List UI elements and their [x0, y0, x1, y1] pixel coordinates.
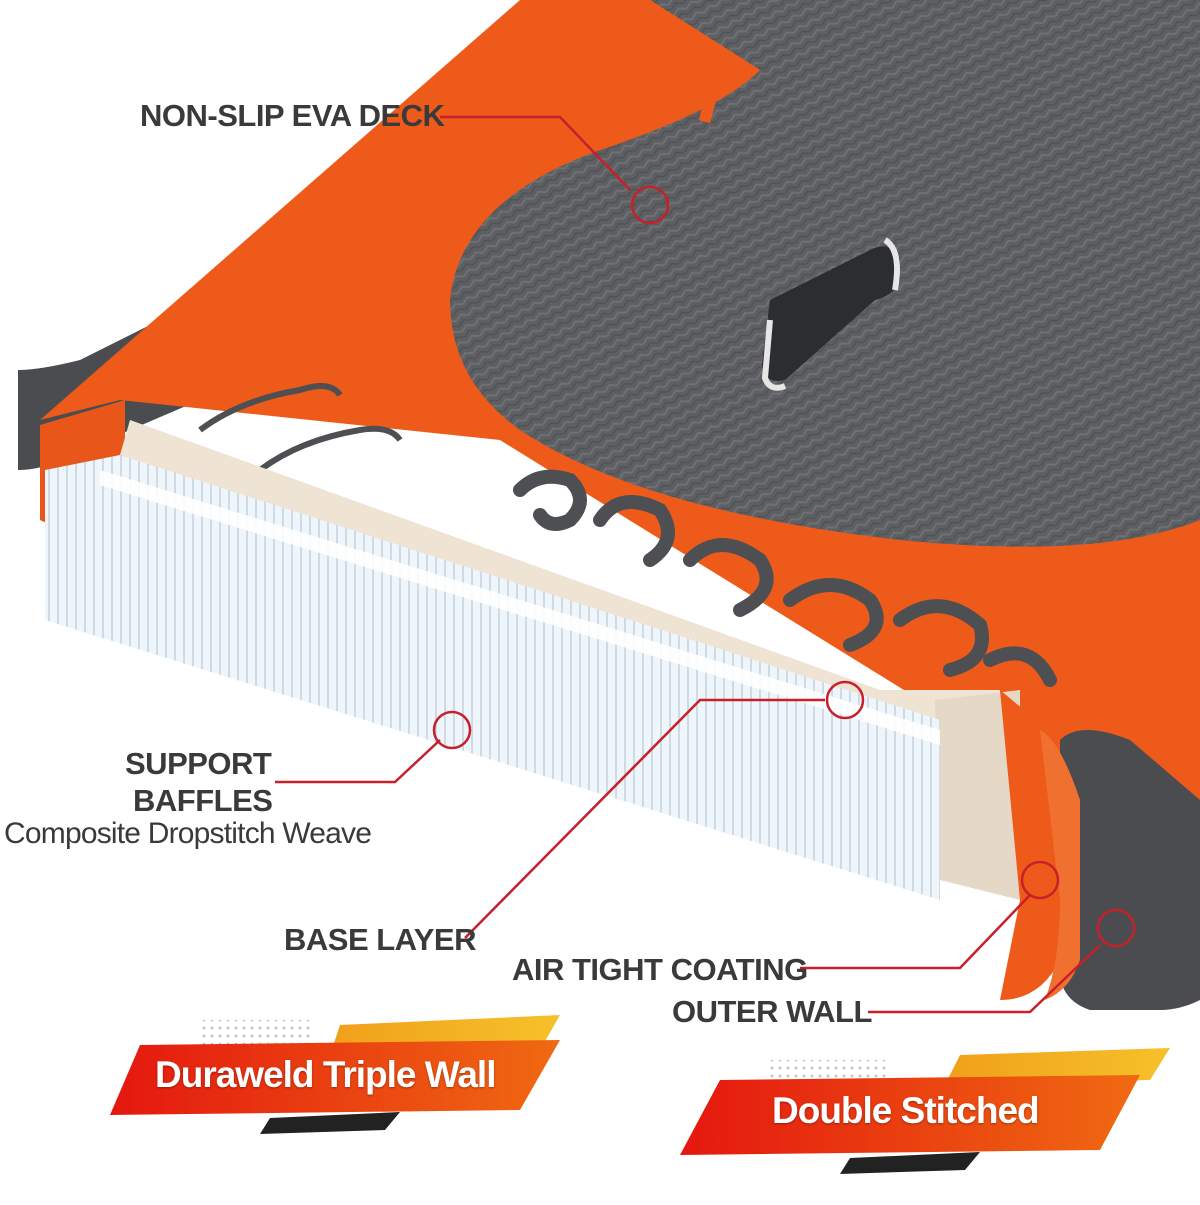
base-layer-label: BASE LAYER: [284, 922, 476, 957]
tribal-left: [198, 383, 403, 473]
tribal-pattern: [513, 469, 1057, 687]
callout-line-deck: [440, 115, 631, 191]
baffles-sublabel: Composite Dropstitch Weave: [4, 817, 372, 850]
callout-circle-deck: [630, 185, 670, 225]
badge-double-stitched: [680, 1048, 1170, 1174]
base-layer-side: [935, 690, 1020, 900]
badge-triple-wall: [110, 1015, 560, 1134]
support-baffles: [45, 455, 940, 900]
callout-lines: [275, 115, 1136, 1014]
callout-line-base: [464, 698, 825, 939]
right-rail: [1060, 730, 1200, 1010]
badge-double-stitched-label: Double Stitched: [772, 1090, 1040, 1131]
carry-handle: [761, 237, 900, 391]
base-layer-top: [120, 420, 1000, 720]
callout-line-outer: [868, 944, 1101, 1014]
callout-circle-outer: [1096, 908, 1136, 948]
baffles-label-line2: BAFFLES: [133, 783, 273, 818]
callout-line-baffles: [275, 739, 441, 784]
outer-wall-label: OUTER WALL: [672, 994, 872, 1029]
callout-circle-baffles: [432, 710, 472, 750]
baffles-label-line1: SUPPORT: [125, 746, 272, 781]
callout-line-coating: [800, 894, 1031, 970]
deck-label: NON-SLIP EVA DECK: [140, 98, 445, 133]
coating-label: AIR TIGHT COATING: [512, 952, 808, 987]
callout-circle-coating: [1020, 860, 1060, 900]
callout-circle-base: [825, 680, 865, 720]
badge-triple-wall-label: Duraweld Triple Wall: [155, 1054, 496, 1095]
